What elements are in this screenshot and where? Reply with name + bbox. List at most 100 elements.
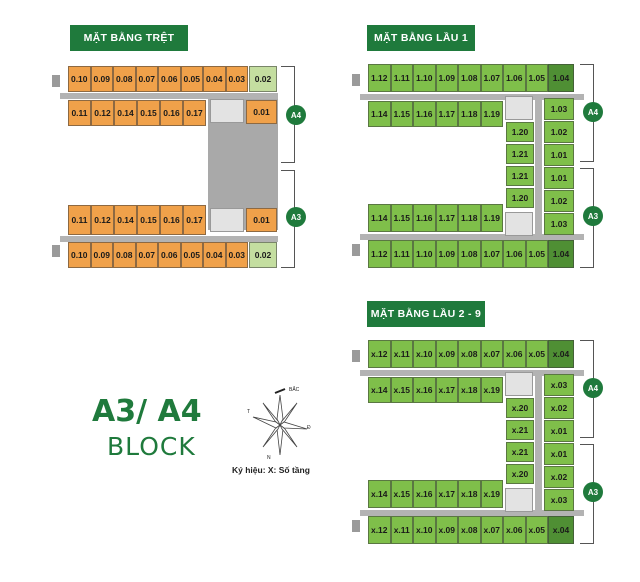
apartment-unit: 0.11 — [68, 100, 91, 126]
apartment-unit: 1.01 — [544, 167, 574, 189]
a3-badge: A3 — [583, 482, 603, 502]
balcony — [52, 75, 60, 87]
apartment-unit: 0.09 — [90, 242, 113, 268]
apartment-unit: x.03 — [544, 489, 574, 511]
apartment-unit: 0.07 — [135, 242, 158, 268]
apartment-unit: 0.17 — [183, 205, 206, 235]
apartment-unit: x.20 — [506, 398, 534, 418]
apartment-unit: 1.12 — [368, 64, 391, 92]
apartment-unit: x.16 — [413, 480, 436, 508]
apartment-unit: 1.05 — [525, 240, 548, 268]
balcony — [352, 520, 360, 532]
apartment-unit: 1.07 — [480, 240, 503, 268]
apartment-unit: 0.14 — [114, 100, 137, 126]
stair-core — [210, 99, 244, 123]
apartment-unit: 0.02 — [249, 242, 277, 268]
apartment-unit: 0.07 — [135, 66, 158, 92]
compass-east: Đ — [307, 425, 311, 431]
corridor — [360, 510, 584, 516]
apartment-unit: 1.16 — [413, 204, 436, 232]
apartment-unit: 1.20 — [506, 188, 534, 208]
apartment-unit: 0.01 — [246, 208, 277, 232]
apartment-unit: 1.07 — [480, 64, 503, 92]
floor2-9-header: MẶT BẰNG LẦU 2 - 9 — [367, 301, 485, 327]
balcony — [352, 350, 360, 362]
apartment-unit: x.21 — [506, 420, 534, 440]
balcony — [352, 244, 360, 256]
apartment-unit: 1.10 — [413, 64, 436, 92]
apartment-unit: 0.15 — [137, 205, 160, 235]
corridor — [535, 375, 542, 513]
apartment-unit: x.15 — [390, 377, 413, 403]
apartment-unit: x.04 — [548, 340, 574, 368]
a3-badge: A3 — [286, 207, 306, 227]
stair-core — [505, 96, 533, 120]
floor1-header: MẶT BẰNG LẦU 1 — [367, 25, 475, 51]
corridor — [535, 99, 542, 237]
block-subtitle: BLOCK — [107, 432, 196, 461]
apartment-unit: 1.14 — [368, 101, 391, 127]
apartment-unit: 1.02 — [544, 190, 574, 212]
apartment-unit: 1.12 — [368, 240, 391, 268]
apartment-unit: 0.06 — [158, 242, 181, 268]
apartment-unit: x.20 — [506, 464, 534, 484]
apartment-unit: 1.02 — [544, 121, 574, 143]
apartment-unit: x.05 — [525, 340, 548, 368]
stair-core — [210, 208, 244, 232]
compass-west: T — [247, 409, 250, 415]
stair-core — [505, 212, 533, 236]
compass-north: BẮC — [289, 385, 300, 393]
apartment-unit: x.09 — [435, 340, 458, 368]
apartment-unit: 0.02 — [249, 66, 277, 92]
a4-badge: A4 — [583, 102, 603, 122]
block-title: A3/ A4 — [92, 394, 202, 429]
apartment-unit: x.08 — [458, 340, 481, 368]
apartment-unit: x.12 — [368, 516, 391, 544]
apartment-unit: 0.06 — [158, 66, 181, 92]
apartment-unit: x.10 — [413, 516, 436, 544]
apartment-unit: 1.21 — [506, 166, 534, 186]
apartment-unit: 0.04 — [203, 242, 226, 268]
apartment-unit: 0.03 — [225, 66, 248, 92]
apartment-unit: 1.01 — [544, 144, 574, 166]
compass-south: N — [267, 455, 271, 460]
apartment-unit: 0.16 — [160, 100, 183, 126]
apartment-unit: 1.17 — [435, 204, 458, 232]
stair-core — [505, 488, 533, 512]
apartment-unit: x.01 — [544, 420, 574, 442]
apartment-unit: 1.20 — [506, 122, 534, 142]
apartment-unit: 0.08 — [113, 242, 136, 268]
corridor — [60, 236, 278, 242]
apartment-unit: 0.15 — [137, 100, 160, 126]
balcony — [52, 245, 60, 257]
apartment-unit: x.18 — [458, 377, 481, 403]
apartment-unit: x.06 — [503, 516, 526, 544]
apartment-unit: x.05 — [525, 516, 548, 544]
apartment-unit: x.02 — [544, 466, 574, 488]
apartment-unit: 0.05 — [180, 242, 203, 268]
apartment-unit: x.04 — [548, 516, 574, 544]
apartment-unit: x.15 — [390, 480, 413, 508]
corridor — [360, 234, 584, 240]
apartment-unit: 0.03 — [225, 242, 248, 268]
apartment-unit: x.06 — [503, 340, 526, 368]
apartment-unit: x.09 — [435, 516, 458, 544]
apartment-unit: 0.10 — [68, 242, 91, 268]
apartment-unit: 1.11 — [390, 64, 413, 92]
apartment-unit: x.11 — [390, 340, 413, 368]
a3-badge: A3 — [583, 206, 603, 226]
apartment-unit: 1.03 — [544, 213, 574, 235]
apartment-unit: x.08 — [458, 516, 481, 544]
ground-floor-header: MẶT BẰNG TRỆT — [70, 25, 188, 51]
apartment-unit: x.14 — [368, 377, 391, 403]
apartment-unit: 1.18 — [458, 204, 481, 232]
apartment-unit: 1.16 — [413, 101, 436, 127]
apartment-unit: x.12 — [368, 340, 391, 368]
balcony — [352, 74, 360, 86]
corridor — [360, 370, 584, 376]
apartment-unit: x.16 — [413, 377, 436, 403]
apartment-unit: x.17 — [435, 480, 458, 508]
apartment-unit: x.19 — [480, 480, 503, 508]
apartment-unit: 0.04 — [203, 66, 226, 92]
apartment-unit: x.21 — [506, 442, 534, 462]
